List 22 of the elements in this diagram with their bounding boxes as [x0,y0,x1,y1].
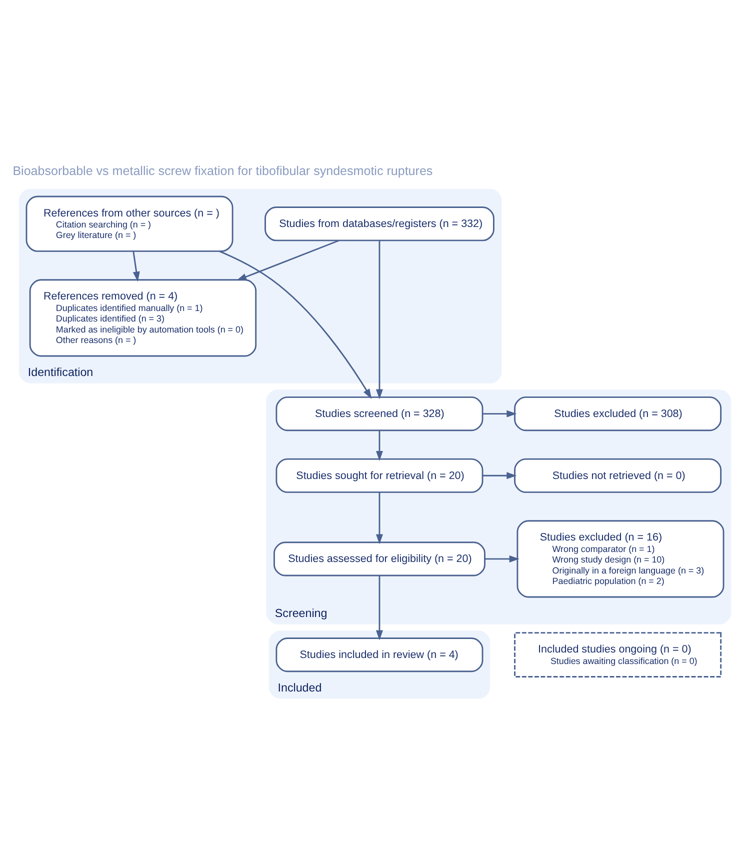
arrow [482,472,517,479]
node-box: Studies screened (n = 328) [276,396,484,431]
arrow [376,430,383,460]
node-box: Included studies ongoing (n = 0) Studies awaiting classification (n = 0) [514,632,722,677]
arrow [376,575,383,640]
arrow [482,410,517,417]
arrow [219,250,372,398]
arrow [132,250,140,282]
node-box: Studies sought for retrieval (n = 20) [276,458,484,492]
node-box: References from other sources (n = ) Citation searching (n = ) Grey literature (n = ) [26,195,234,252]
arrow [376,240,383,399]
node-box: Studies excluded (n = 16) Wrong comparator (n = 1) Wrong study design (n = 10) Originally in a foreign language (n = 3) Paediatric population (n = 2) [516,520,724,598]
diagram-title: Bioabsorbable vs metallic screw fixation for tibofibular syndesmotic ruptures [12,164,433,178]
node-box: Studies excluded (n = 308) [514,396,722,431]
node-box: Studies included in review (n = 4) [276,637,484,672]
arrow [236,239,340,280]
arrow [484,554,520,562]
node-box: Studies from databases/registers (n = 332) [264,206,494,241]
node-box: Studies not retrieved (n = 0) [514,458,722,492]
arrow [376,492,383,544]
node-box: Studies assessed for eligibility (n = 20) [273,541,486,576]
node-box: References removed (n = 4) Duplicates identified manually (n = 1) Duplicates identified (n = 3) Marked as ineligible by automation tools (n = 0) Other reasons (n = ) [29,278,257,356]
